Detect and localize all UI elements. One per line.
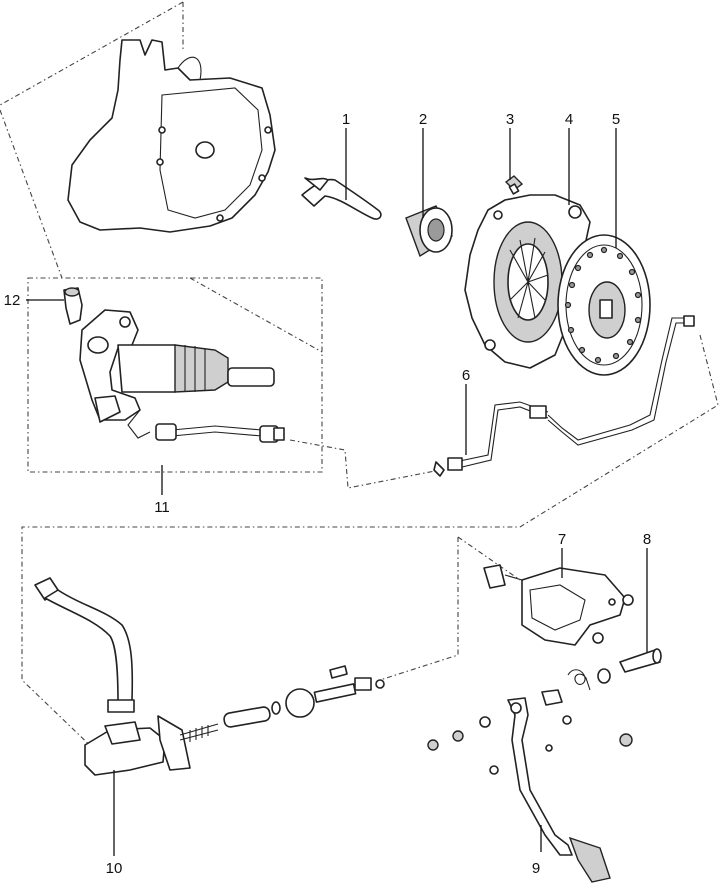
pedal-bracket [483,564,634,646]
clutch-pedal [427,668,633,883]
callout-1: 1 [342,111,350,128]
leader-lines [26,128,648,856]
callout-6: 6 [462,367,470,384]
callout-3: 3 [506,111,514,128]
callout-4: 4 [565,111,573,128]
callout-labels: 1 2 3 4 5 6 7 8 9 10 11 12 [4,111,652,877]
release-bearing [405,205,453,258]
bolt [504,175,524,195]
callout-12: 12 [4,292,21,309]
callout-11: 11 [154,499,170,516]
callout-9: 9 [532,860,540,877]
callout-10: 10 [106,860,123,877]
pivot-bolt [619,648,662,673]
clutch-housing [67,39,276,233]
callout-8: 8 [643,531,651,548]
callout-7: 7 [558,531,566,548]
slave-cylinder [63,287,285,443]
release-fork [301,177,382,220]
callout-2: 2 [419,111,427,128]
clutch-disc [557,234,651,376]
grouping-dashed-lines [0,1,719,756]
callout-5: 5 [612,111,620,128]
pressure-plate [464,194,591,369]
slave-cylinder-box [27,277,323,473]
master-cylinder [34,577,385,776]
hydraulic-line [433,315,695,477]
